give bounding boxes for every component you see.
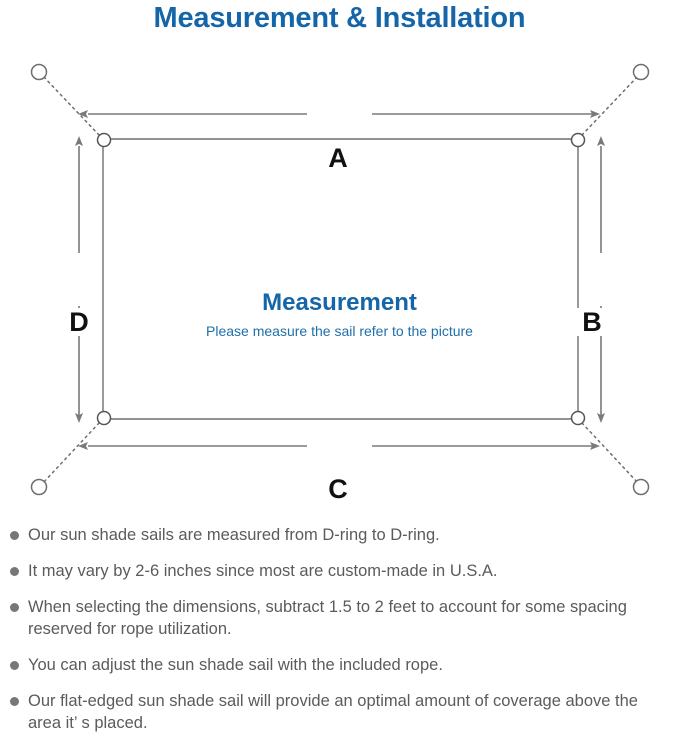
sail-shape: [102, 138, 579, 420]
d-ring-top-right: [570, 132, 586, 148]
anchor-point-top-left: [30, 63, 48, 81]
anchor-point-top-right: [632, 63, 650, 81]
rope-line-bottom-left: [41, 422, 100, 485]
list-item: It may vary by 2-6 inches since most are…: [0, 560, 679, 582]
bullet-icon: [10, 567, 19, 576]
dimension-label-a: A: [312, 144, 364, 172]
list-item: When selecting the dimensions, subtract …: [0, 596, 679, 640]
list-item: You can adjust the sun shade sail with t…: [0, 654, 679, 676]
list-item: Our flat-edged sun shade sail will provi…: [0, 690, 679, 734]
bullet-icon: [10, 697, 19, 706]
d-ring-top-left: [96, 132, 112, 148]
rope-line-top-left: [41, 74, 100, 136]
diagram-svg: [30, 63, 650, 496]
measurement-diagram: A B C D Measurement Please measure the s…: [0, 48, 679, 518]
dimension-label-c: C: [312, 475, 364, 503]
d-ring-bottom-left: [96, 410, 112, 426]
note-text: When selecting the dimensions, subtract …: [28, 598, 627, 638]
dimension-label-b: B: [575, 308, 609, 336]
page-title: Measurement & Installation: [153, 2, 526, 34]
rope-line-bottom-right: [581, 422, 640, 485]
notes-list: Our sun shade sails are measured from D-…: [0, 524, 679, 748]
note-text: Our sun shade sails are measured from D-…: [28, 526, 440, 544]
dimension-label-d: D: [62, 308, 96, 336]
bullet-icon: [10, 661, 19, 670]
d-ring-bottom-right: [570, 410, 586, 426]
bullet-icon: [10, 603, 19, 612]
note-text: It may vary by 2-6 inches since most are…: [28, 562, 498, 580]
rope-line-top-right: [581, 74, 640, 136]
list-item: Our sun shade sails are measured from D-…: [0, 524, 679, 546]
note-text: You can adjust the sun shade sail with t…: [28, 656, 443, 674]
bullet-icon: [10, 531, 19, 540]
anchor-point-bottom-right: [632, 478, 650, 496]
anchor-point-bottom-left: [30, 478, 48, 496]
note-text: Our flat-edged sun shade sail will provi…: [28, 692, 638, 732]
